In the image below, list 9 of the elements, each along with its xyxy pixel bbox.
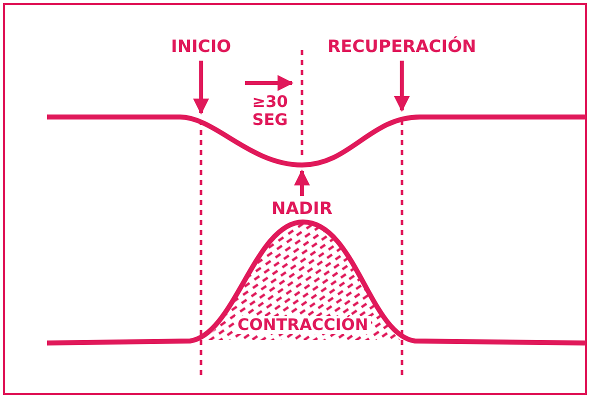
arrow — [394, 60, 410, 112]
heart-rate-curve — [47, 114, 585, 168]
duration-label: ≥30 SEG — [251, 93, 289, 128]
annotation-label: RECUPERACIÓN — [328, 38, 476, 57]
arrow — [193, 60, 210, 115]
contraction-label: CONTRACCIÓN — [234, 316, 372, 334]
annotation-label: NADIR — [272, 200, 332, 219]
annotation-label: INICIO — [171, 38, 232, 57]
arrow — [294, 169, 310, 196]
